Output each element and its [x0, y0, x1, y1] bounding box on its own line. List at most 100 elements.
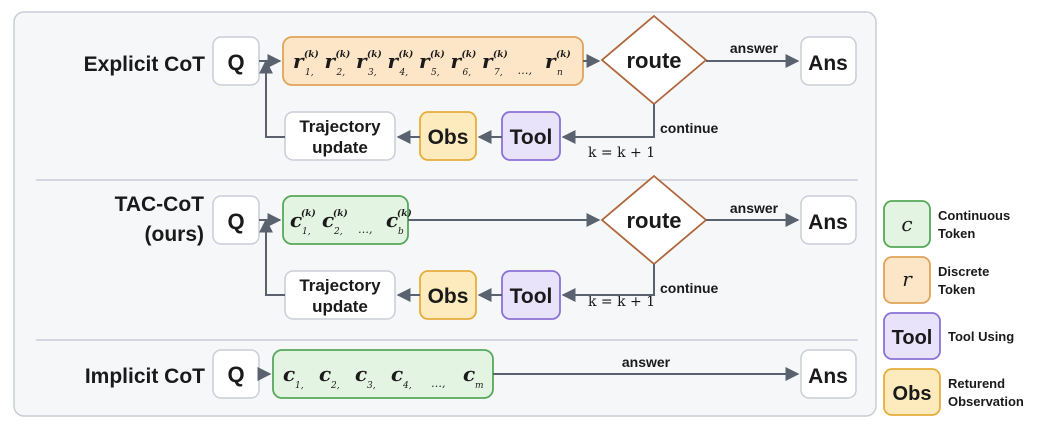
tac-edge-route-tool — [561, 264, 655, 302]
legend-obs-label-line1: Returend — [948, 376, 1005, 391]
explicit-token-subscript: 1, — [305, 68, 314, 78]
implicit-token-subscript: m — [475, 381, 484, 391]
tac-cot-title-line1: TAC-CoT — [115, 193, 205, 216]
legend-tool-swatch — [883, 312, 941, 360]
tac-q-label: Q — [227, 209, 244, 234]
explicit-token-subscript: 6, — [463, 68, 472, 78]
explicit-token-var: r — [419, 49, 431, 73]
tac-token-sequence: c(k)1,c(k)2,…,c(k)b — [290, 208, 412, 237]
explicit-token-var: r — [482, 49, 494, 73]
explicit-token-subscript: 2, — [336, 68, 346, 78]
explicit-edge-traj-loop — [259, 59, 285, 138]
explicit-token-superscript: (k) — [556, 49, 571, 60]
implicit-token-var: c — [355, 362, 367, 386]
explicit-edge-route-tool — [561, 104, 655, 144]
explicit-token-superscript: (k) — [399, 49, 414, 60]
tac-trajectory-line2: update — [312, 297, 368, 316]
implicit-token-var: c — [283, 362, 295, 386]
implicit-answer-label: answer — [622, 354, 671, 370]
tac-token-superscript: (k) — [301, 208, 316, 219]
main-panel — [13, 11, 877, 417]
tac-answer-label: answer — [730, 200, 779, 216]
implicit-continuous-token-box — [272, 349, 494, 399]
implicit-token-subscript: 4, — [402, 381, 412, 391]
explicit-token-var: r — [451, 49, 463, 73]
explicit-token-superscript: (k) — [304, 49, 319, 60]
tac-token-var: c — [386, 208, 398, 232]
legend-discrete-symbol: r — [902, 267, 913, 291]
tac-tool-label: Tool — [510, 285, 553, 308]
implicit-token-subscript: 2, — [330, 381, 340, 391]
explicit-ans-box — [800, 36, 857, 86]
tac-token-subscript: 2, — [333, 227, 343, 237]
legend-discrete-label-line2: Token — [938, 282, 975, 297]
tac-route-label: route — [627, 208, 682, 233]
explicit-token-superscript: (k) — [462, 49, 477, 60]
legend-obs-label-line2: Observation — [948, 394, 1024, 409]
tac-token-var: c — [290, 208, 302, 232]
explicit-token-var: r — [545, 49, 557, 73]
explicit-token-subscript: 4, — [399, 68, 409, 78]
explicit-token-superscript: (k) — [430, 49, 445, 60]
implicit-token-var: c — [319, 362, 331, 386]
legend-discrete-label-line1: Discrete — [938, 264, 989, 279]
tac-token-subscript: 1, — [302, 227, 311, 237]
legend-continuous-label-line1: Continuous — [938, 208, 1010, 223]
tac-ans-label: Ans — [808, 211, 848, 234]
explicit-tool-label: Tool — [510, 126, 553, 149]
implicit-ans-label: Ans — [808, 365, 848, 388]
implicit-ans-box — [800, 349, 857, 399]
tac-cot-row: TAC-CoT (ours) Q c(k)1,c(k)2,…,c(k)b rou… — [115, 174, 857, 320]
tac-token-var: c — [322, 208, 334, 232]
implicit-token-subscript: 3, — [367, 381, 376, 391]
explicit-ans-label: Ans — [808, 52, 848, 75]
tac-token-subscript: b — [398, 227, 404, 237]
implicit-token-var: c — [463, 362, 475, 386]
explicit-token-ellipsis: …, — [518, 64, 533, 77]
explicit-q-label: Q — [227, 50, 244, 75]
explicit-token-sequence: r(k)1,r(k)2,r(k)3,r(k)4,r(k)5,r(k)6,r(k)… — [293, 49, 571, 78]
explicit-token-superscript: (k) — [367, 49, 382, 60]
legend-tool-label: Tool Using — [948, 329, 1014, 344]
tac-edge-traj-loop — [259, 218, 285, 296]
explicit-token-subscript: 7, — [494, 68, 503, 78]
explicit-token-subscript: 3, — [368, 68, 377, 78]
explicit-token-subscript: 5, — [431, 68, 440, 78]
legend-tool-symbol: Tool — [892, 327, 933, 349]
explicit-token-var: r — [293, 49, 305, 73]
explicit-trajectory-line1: Trajectory — [299, 117, 381, 136]
tac-k-update: k = k + 1 — [588, 294, 655, 310]
explicit-obs-label: Obs — [428, 126, 469, 149]
legend-obs-symbol: Obs — [893, 383, 932, 405]
tac-continue-label: continue — [660, 280, 719, 296]
legend-continuous-symbol: c — [901, 212, 912, 236]
explicit-trajectory-line2: update — [312, 138, 368, 157]
implicit-token-subscript: 1, — [295, 381, 304, 391]
explicit-continue-label: continue — [660, 120, 719, 136]
implicit-q-label: Q — [227, 362, 244, 387]
explicit-cot-row: Explicit CoT Q r(k)1,r(k)2,r(k)3,r(k)4,r… — [84, 14, 857, 161]
explicit-k-update: k = k + 1 — [588, 145, 655, 161]
legend-continuous-swatch — [883, 200, 931, 248]
explicit-token-superscript: (k) — [493, 49, 508, 60]
explicit-token-var: r — [356, 49, 368, 73]
implicit-token-ellipsis: …, — [431, 377, 446, 390]
legend-continuous-label-line2: Token — [938, 226, 975, 241]
implicit-token-var: c — [391, 362, 403, 386]
explicit-token-subscript: n — [557, 68, 563, 78]
explicit-token-var: r — [325, 49, 337, 73]
tac-token-ellipsis: …, — [358, 223, 373, 236]
explicit-token-superscript: (k) — [336, 49, 351, 60]
legend: c Continuous Token r Discrete Token Tool… — [883, 200, 1024, 416]
explicit-route-label: route — [627, 48, 682, 73]
implicit-cot-title: Implicit CoT — [85, 365, 205, 388]
tac-token-superscript: (k) — [397, 208, 412, 219]
tac-ans-box — [800, 195, 857, 245]
tac-obs-label: Obs — [428, 285, 469, 308]
legend-obs-swatch — [883, 368, 941, 416]
explicit-answer-label: answer — [730, 40, 779, 56]
explicit-token-var: r — [388, 49, 400, 73]
